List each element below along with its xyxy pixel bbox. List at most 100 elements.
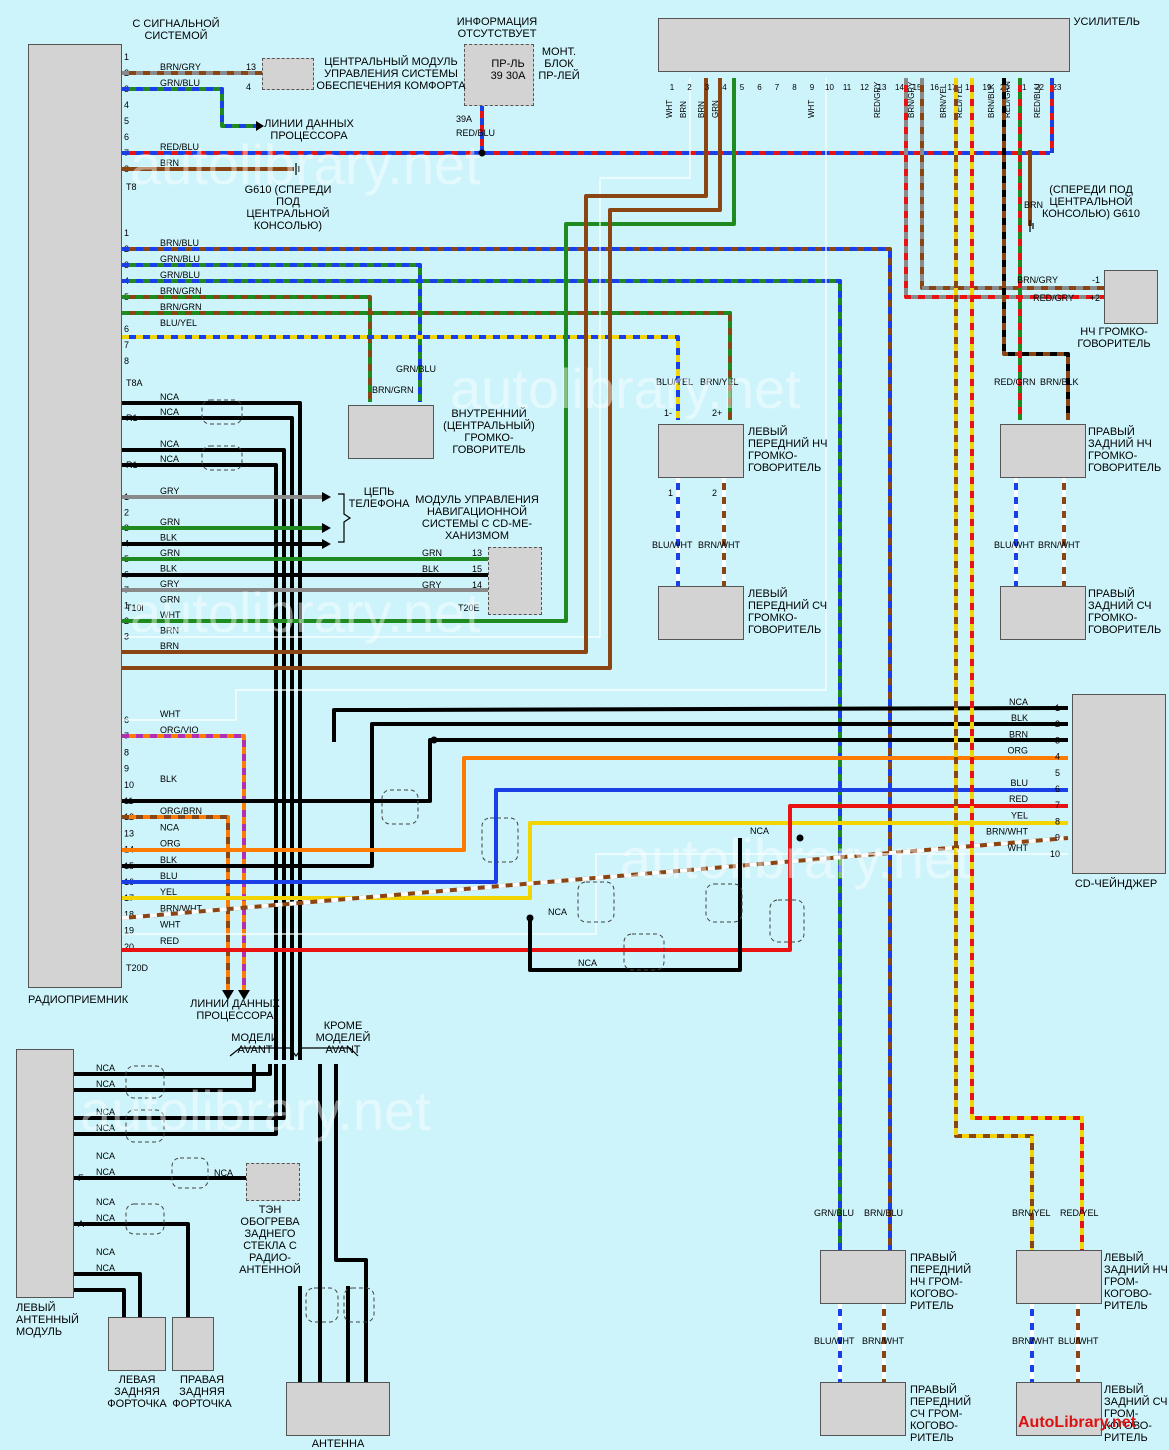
amp-wire-label: RED/GRN [1003, 81, 1012, 118]
amp-red-yel [970, 78, 1084, 1250]
amp-wire-label: BRN [679, 101, 688, 118]
shield-sleeve [125, 1065, 165, 1099]
speaker-wire-label: RED/YEL [1060, 1208, 1099, 1218]
changer-pin: 9 [1055, 833, 1060, 843]
changer-pin: 6 [1055, 784, 1060, 794]
antenna-module-label-nca: NCA [96, 1247, 115, 1257]
t10-label: WHT [160, 610, 181, 620]
amp-wire-label: RED/GRY [873, 81, 882, 118]
changer-wire-label: YEL [1011, 810, 1028, 820]
t8a-pin: 8 [124, 356, 129, 366]
shield-sleeve [125, 1203, 165, 1235]
t8a-label: GRN/BLU [160, 254, 200, 264]
left-window-box [108, 1317, 166, 1371]
amp-pin: 11 [843, 83, 852, 92]
amp-wire-label: WHT [807, 100, 816, 118]
speaker-wire-label: BRN/WHT [698, 540, 740, 550]
amp-pin: 9 [810, 83, 815, 92]
antenna-label: АНТЕННА [311, 1438, 365, 1450]
connector-label: T20D [126, 963, 149, 973]
t20d-label: ORG/BRN [160, 806, 202, 816]
nav-pin: 14 [472, 580, 482, 590]
speaker-wire-label: BLU/WHT [814, 1336, 855, 1346]
amp-brn-yel-stripe [954, 78, 1034, 1250]
speaker-wire-label: BRN/BLU [864, 1208, 903, 1218]
t20d-label: NCA [160, 822, 179, 832]
t8a-label: BRN/GRN [160, 286, 202, 296]
t20d-label: WHT [160, 709, 181, 719]
comfort-module-box [262, 58, 314, 90]
t8a-brn-grn-2-stripe [122, 311, 732, 420]
speaker-wire-label: GRN/BLU [814, 1208, 854, 1218]
nav-label: МОДУЛЬ УПРАВЛЕНИЯ НАВИГАЦИОННОЙ СИСТЕМЫ … [415, 494, 539, 542]
antenna-module-label-nca: NCA [96, 1167, 115, 1177]
changer-nca [332, 706, 1069, 742]
arrow-head [238, 990, 250, 1000]
lf-bass-box [658, 424, 744, 478]
relay-box [464, 44, 534, 106]
amp-pin: 4 [722, 83, 727, 92]
amp-pin: 13 [878, 83, 887, 92]
center-speaker-box [348, 405, 434, 459]
speaker-wire-label: BRN/YEL [700, 377, 739, 387]
nav-wire-label: BLK [422, 564, 439, 574]
changer-red [122, 804, 1068, 952]
antenna-wire-4 [122, 463, 278, 1060]
module-wire [74, 1222, 190, 1317]
t10-label: BRN [160, 641, 179, 651]
watermark: autolibrary.net [620, 827, 971, 890]
rf-bass-label: ПРАВЫЙ ПЕРЕДНИЙ НЧ ГРОМ-КОГОВО-РИТЕЛЬ [910, 1252, 972, 1312]
rr-bass-label: ПРАВЫЙ ЗАДНИЙ НЧ ГРОМКО-ГОВОРИТЕЛЬ [1088, 426, 1162, 474]
t8a-label: GRN/BLU [160, 270, 200, 280]
ground-g610-left-label: G610 (СПЕРЕДИ ПОД ЦЕНТРАЛЬНОЙ КОНСОЛЬЮ) [244, 184, 332, 232]
shield-sleeve [705, 883, 743, 923]
antenna-module-label-nca: NCA [96, 1107, 115, 1117]
sub-pin: +2 [1090, 293, 1100, 303]
t10-label: GRY [160, 486, 179, 496]
t20d-pin: 13 [124, 828, 134, 838]
antenna-module-label-nca: NCA [96, 1213, 115, 1223]
amp-wht-2 [122, 78, 827, 721]
changer-pin: 5 [1055, 768, 1060, 778]
amp-wire-label: BRN/GRY [907, 81, 916, 118]
changer-yel [122, 821, 1068, 900]
shield-sleeve [381, 789, 419, 825]
speaker-pin: 1 [668, 488, 673, 498]
left-window-label: ЛЕВАЯ ЗАДНЯЯ ФОРТОЧКА [107, 1374, 167, 1410]
relay-block-label: МОНТ. БЛОК ПР-ЛЕЙ [538, 46, 580, 82]
center-speaker-label: ВНУТРЕННИЙ (ЦЕНТРАЛЬНЫЙ) ГРОМКО-ГОВОРИТЕ… [443, 408, 535, 456]
speaker-wire-label: BRN/BLK [1040, 377, 1079, 387]
rr-mid-box [1000, 586, 1086, 640]
antenna-module-label-nca: NCA [96, 1197, 115, 1207]
t20d-label: BLK [160, 774, 177, 784]
heater-box [246, 1163, 300, 1201]
changer-wire-label: WHT [1008, 843, 1029, 853]
changer-wire-label: NCA [1009, 697, 1028, 707]
amp-brn-blk [1002, 78, 1070, 420]
t8a-pin: 6 [124, 324, 129, 334]
antenna-label-nca: NCA [160, 407, 179, 417]
antenna-label-nca: NCA [160, 392, 179, 402]
watermark: autolibrary.net [80, 1079, 431, 1142]
module-wire [74, 1064, 256, 1092]
shield-sleeve [343, 1287, 375, 1323]
amp-pin: 16 [930, 83, 939, 92]
nca-label: NCA [578, 958, 597, 968]
amp-pin: 21 [1018, 83, 1027, 92]
signal-system-label: С СИГНАЛЬНОЙ СИСТЕМОЙ [132, 18, 220, 42]
avant-brace [229, 1047, 359, 1057]
speaker-wire-label: BLU/WHT [1058, 1336, 1099, 1346]
amp-pin: 3 [705, 83, 710, 92]
antenna-module-label-nca: NCA [96, 1123, 115, 1133]
t8-label: GRN/BLU [160, 78, 200, 88]
t20d-label: ORG/VIO [160, 725, 199, 735]
nav-box [488, 547, 542, 615]
nav-pin: 15 [472, 564, 482, 574]
nav-wire-label: GRN [422, 548, 442, 558]
changer-wire-label: BRN [1009, 729, 1028, 739]
shield-sleeve [171, 1157, 209, 1189]
changer-blu [122, 788, 1068, 884]
lf-mid-label: ЛЕВЫЙ ПЕРЕДНИЙ СЧ ГРОМКО-ГОВОРИТЕЛЬ [748, 588, 828, 636]
amplifier-box [658, 18, 1070, 72]
speaker-pin: 1- [664, 408, 672, 418]
